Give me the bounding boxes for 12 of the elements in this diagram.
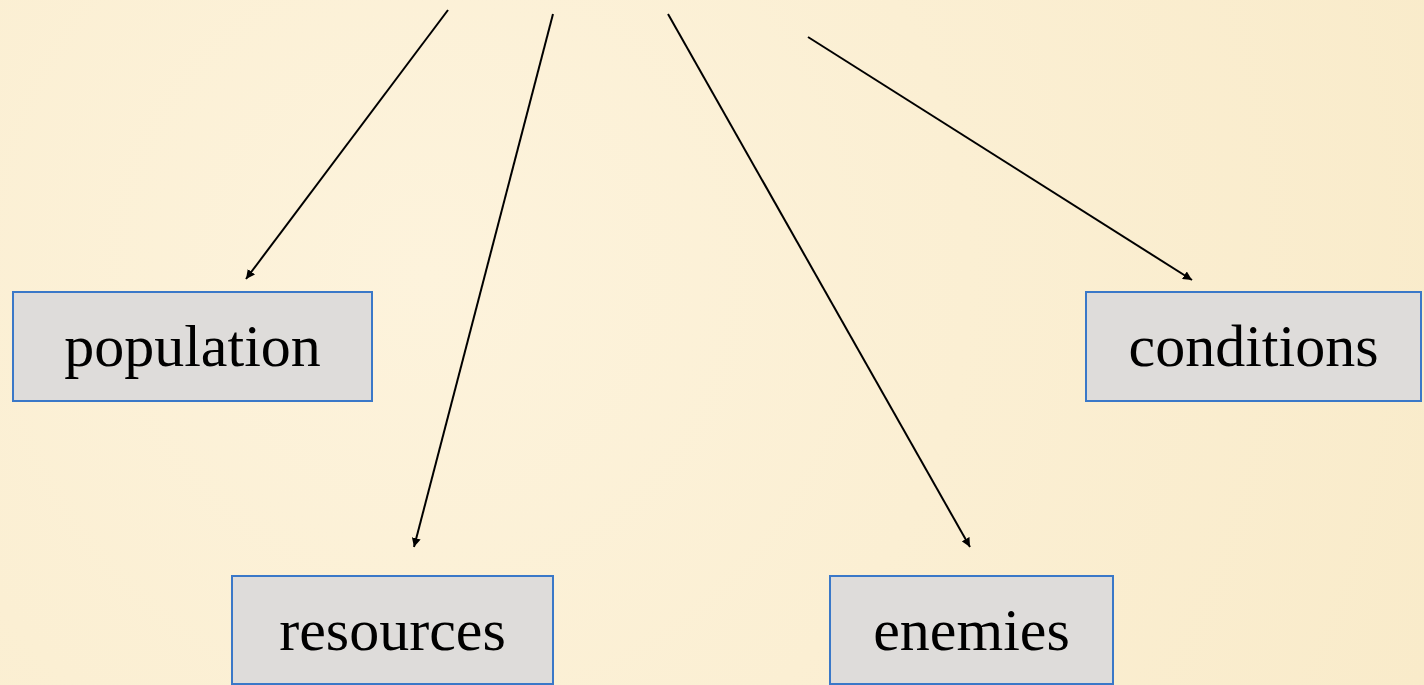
- arrow: [411, 13, 554, 548]
- box-label: resources: [279, 595, 506, 665]
- label-box: [1085, 291, 1422, 402]
- arrow: [245, 9, 449, 280]
- arrow: [667, 13, 971, 548]
- label-box: [12, 291, 373, 402]
- label-box: [231, 575, 554, 685]
- box-label: enemies: [873, 595, 1070, 665]
- box-label: conditions: [1128, 312, 1379, 381]
- box-label: population: [64, 312, 321, 381]
- label-box: [829, 575, 1114, 685]
- arrow: [807, 36, 1193, 281]
